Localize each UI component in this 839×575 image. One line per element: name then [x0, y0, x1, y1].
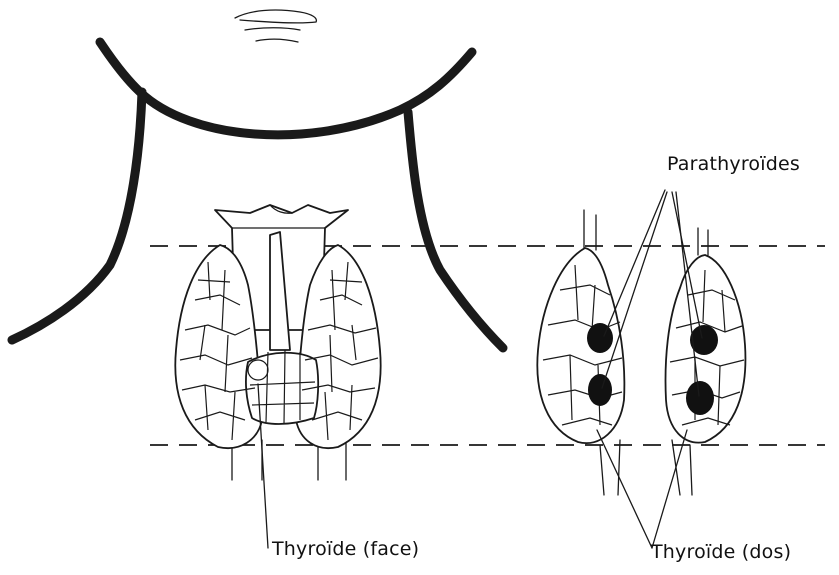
thyroid-back-view: [537, 210, 745, 495]
parathyroid-label: Parathyroïdes: [667, 153, 800, 175]
thyroid-back-label: Thyroïde (dos): [651, 541, 791, 563]
parathyroid-gland-lower-left: [588, 374, 612, 406]
leader-dos-2: [652, 430, 687, 548]
chin-lines: [235, 10, 316, 42]
parathyroid-gland-lower-right: [686, 381, 714, 415]
back-left-lobe: [537, 248, 624, 443]
thyroid-front-view: [175, 205, 380, 480]
parathyroid-gland-upper-left: [587, 323, 613, 353]
leader-para-1: [604, 190, 665, 336]
leader-para-2: [602, 192, 667, 388]
leader-dos-1: [597, 430, 652, 548]
thyroid-front-label: Thyroïde (face): [272, 538, 419, 560]
